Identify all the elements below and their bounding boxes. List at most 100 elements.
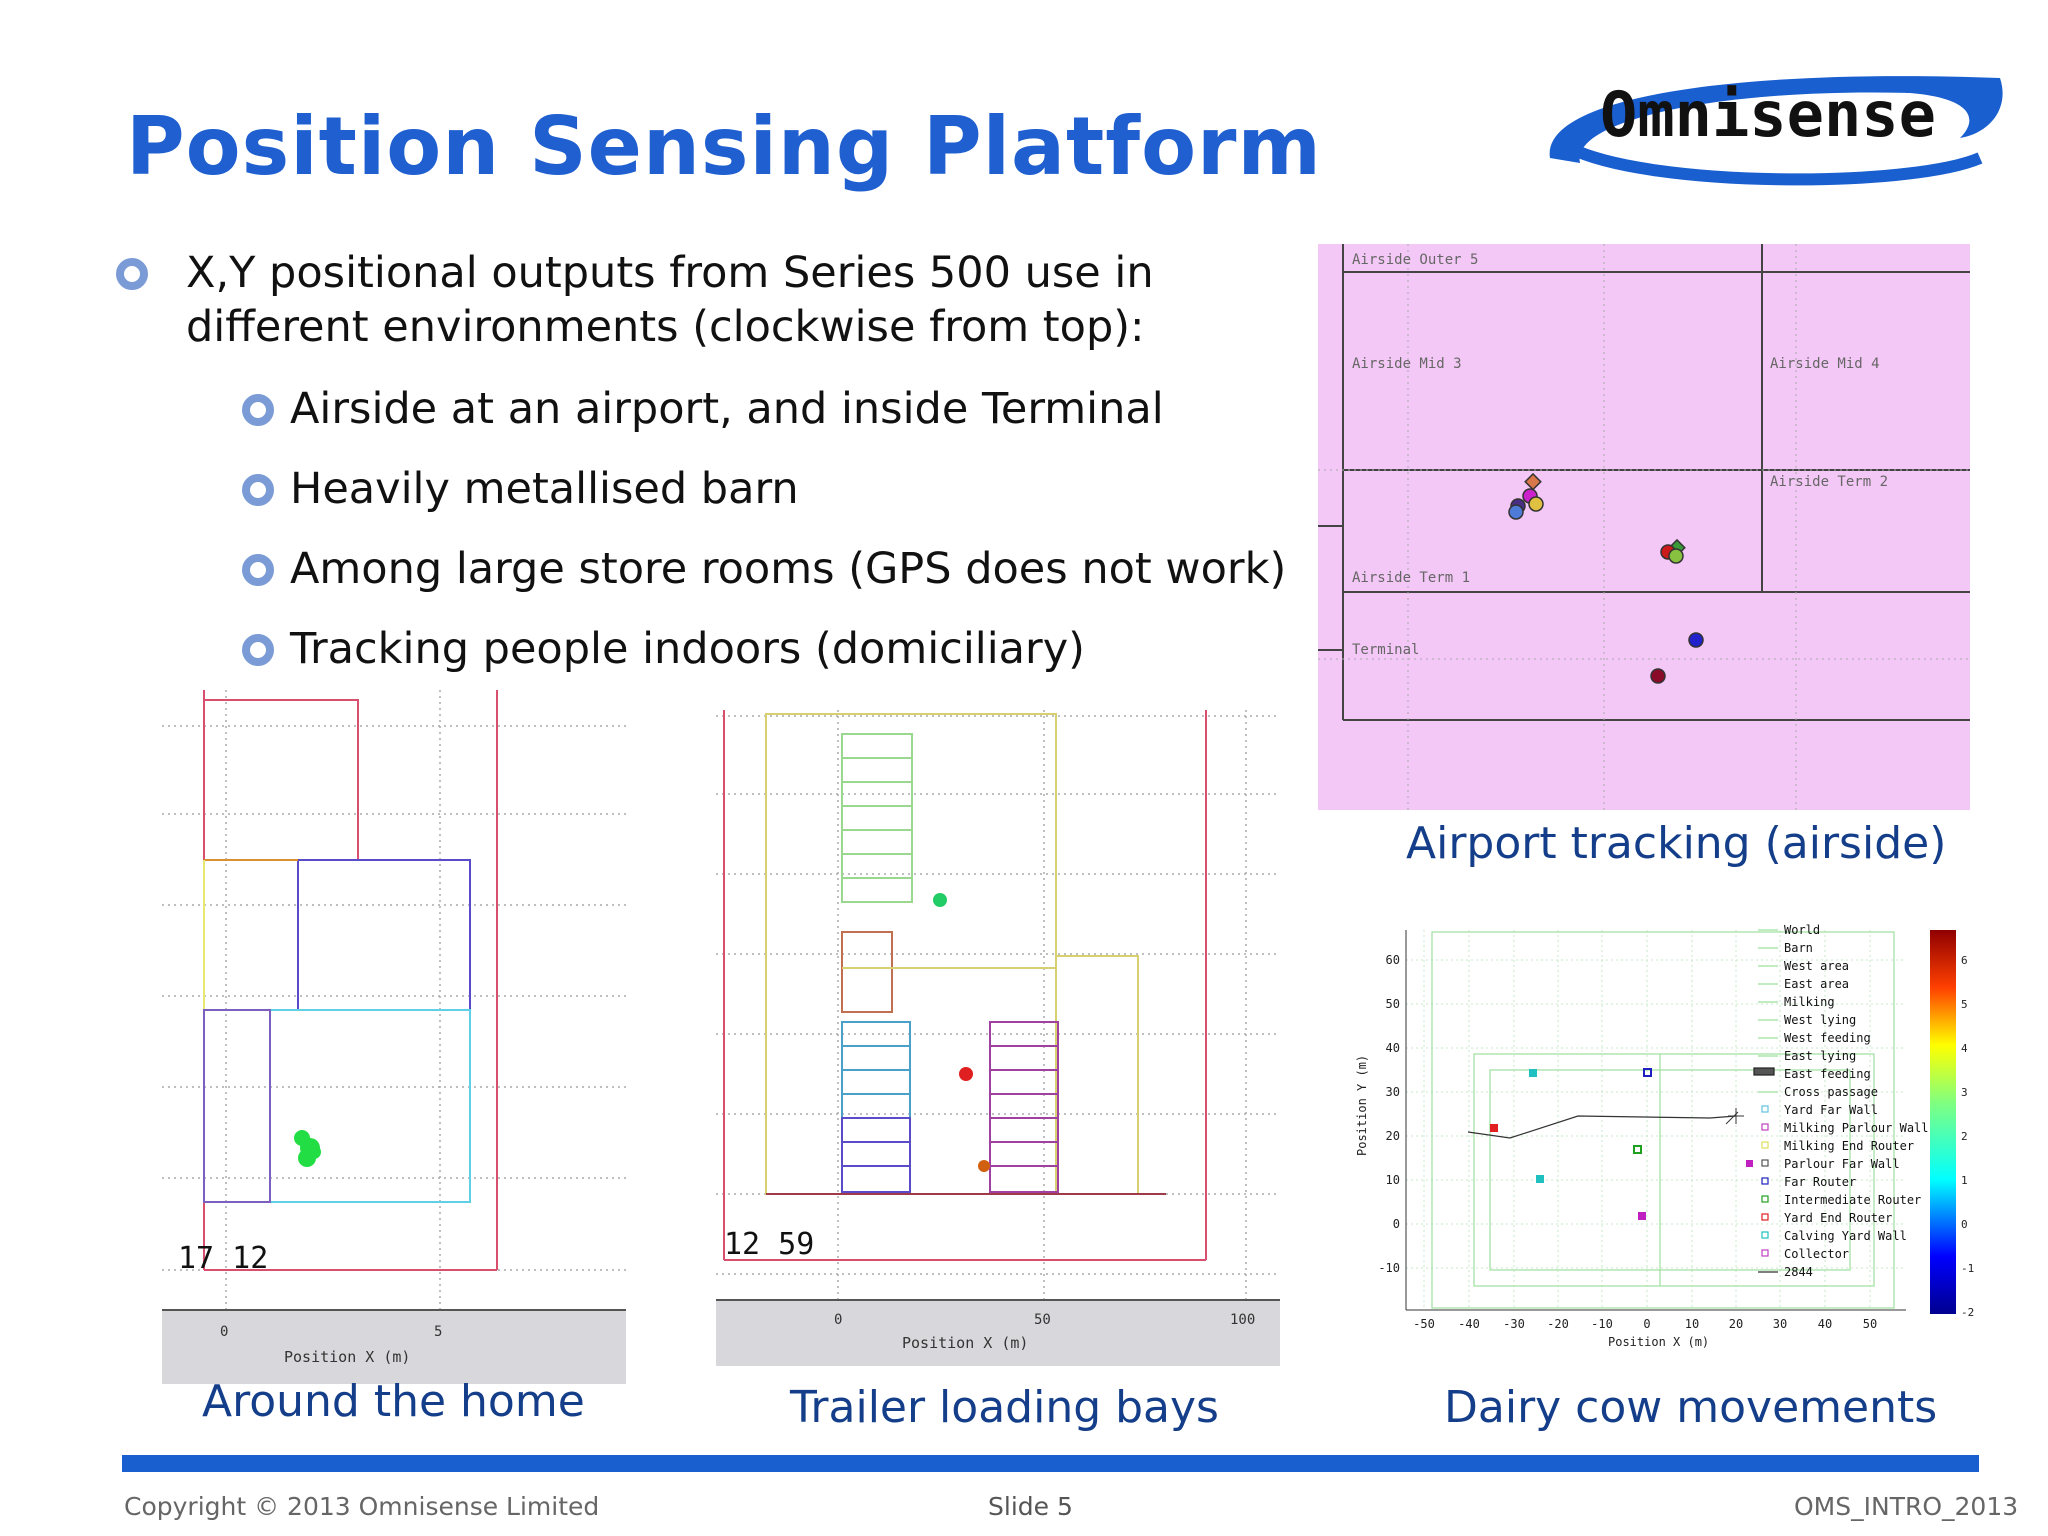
sub-bullet-3: Among large store rooms (GPS does not wo… xyxy=(290,544,1287,594)
sub-bullet-icon xyxy=(242,394,274,426)
tracker-marker xyxy=(1524,472,1542,491)
logo-text: Omnisense xyxy=(1600,78,1936,151)
zone-label: Terminal xyxy=(1352,642,1419,658)
sub-bullet-icon xyxy=(242,634,274,666)
zone-label: Airside Term 1 xyxy=(1352,570,1470,586)
y-tick: 0 xyxy=(1393,1217,1400,1231)
position-dot xyxy=(294,1130,310,1146)
colorbar-tick: 0 xyxy=(1961,1218,1968,1231)
colorbar-tick: 5 xyxy=(1961,998,1968,1011)
slide-number: Slide 5 xyxy=(988,1492,1073,1521)
cow-marker xyxy=(1746,1160,1753,1167)
legend-item: Yard Far Wall xyxy=(1784,1103,1878,1117)
legend-item: World xyxy=(1784,923,1820,937)
y-tick: 30 xyxy=(1386,1085,1400,1099)
sub-bullet-1: Airside at an airport, and inside Termin… xyxy=(290,384,1164,434)
x-tick: 50 xyxy=(1034,1312,1051,1328)
y-tick: 50 xyxy=(1386,997,1400,1011)
colorbar-tick: 2 xyxy=(1961,1130,1968,1143)
x-tick: -30 xyxy=(1503,1317,1525,1331)
bullet-main-line-2: different environments (clockwise from t… xyxy=(186,302,1145,352)
dairy-caption: Dairy cow movements xyxy=(1444,1382,1938,1433)
tracker-marker xyxy=(1528,496,1544,512)
colorbar xyxy=(1930,930,1956,1314)
sub-bullet-4: Tracking people indoors (domiciliary) xyxy=(290,624,1085,674)
sub-bullet-2: Heavily metallised barn xyxy=(290,464,799,514)
x-tick: 5 xyxy=(434,1324,442,1340)
legend-item: East lying xyxy=(1784,1049,1856,1063)
legend-item: East feeding xyxy=(1784,1067,1871,1081)
cow-marker xyxy=(1638,1212,1646,1220)
deck-code: OMS_INTRO_2013 xyxy=(1794,1492,2019,1521)
legend-item: Barn xyxy=(1784,941,1813,955)
footer-bar xyxy=(122,1455,1979,1472)
x-tick: -50 xyxy=(1413,1317,1435,1331)
bullet-icon xyxy=(116,258,148,290)
tracker-marker xyxy=(1668,548,1684,564)
colorbar-tick: 3 xyxy=(1961,1086,1968,1099)
y-tick: -10 xyxy=(1378,1261,1400,1275)
legend-item: East area xyxy=(1784,977,1849,991)
sub-bullet-icon xyxy=(242,554,274,586)
x-tick: 20 xyxy=(1729,1317,1743,1331)
zone-label: Airside Term 2 xyxy=(1770,474,1888,490)
bullet-main-line-1: X,Y positional outputs from Series 500 u… xyxy=(186,248,1154,298)
copyright: Copyright © 2013 Omnisense Limited xyxy=(124,1492,600,1521)
tracker-marker xyxy=(1508,504,1524,520)
cow-track xyxy=(1467,1115,1737,1139)
y-tick: 20 xyxy=(1386,1129,1400,1143)
y-tick: 10 xyxy=(1386,1173,1400,1187)
legend-item: 2844 xyxy=(1784,1265,1813,1279)
legend-item: Far Router xyxy=(1784,1175,1856,1189)
home-caption: Around the home xyxy=(202,1376,585,1427)
x-tick: 0 xyxy=(220,1324,228,1340)
y-tick: 40 xyxy=(1386,1041,1400,1055)
position-dot xyxy=(307,1145,321,1159)
position-dot xyxy=(978,1160,990,1172)
dairy-plot: Position Y (m) Position X (m) 60 50 40 xyxy=(1340,920,1980,1360)
trailer-caption: Trailer loading bays xyxy=(790,1382,1219,1433)
legend-item: Milking Parlour Wall xyxy=(1784,1121,1929,1135)
airport-caption: Airport tracking (airside) xyxy=(1406,818,1947,869)
legend-item: Milking End Router xyxy=(1784,1139,1914,1153)
timestamp: 17 12 xyxy=(178,1241,268,1276)
x-tick: 50 xyxy=(1863,1317,1877,1331)
tracker-marker xyxy=(1650,668,1666,684)
legend-item: Cross passage xyxy=(1784,1085,1878,1099)
position-dot xyxy=(933,893,947,907)
zone-label: Airside Mid 3 xyxy=(1352,356,1462,372)
slide-title: Position Sensing Platform xyxy=(126,100,1322,193)
legend-item: Milking xyxy=(1784,995,1835,1009)
legend-item: Collector xyxy=(1784,1247,1849,1261)
y-tick: 60 xyxy=(1386,953,1400,967)
legend-item: West feeding xyxy=(1784,1031,1871,1045)
colorbar-tick: -2 xyxy=(1961,1306,1974,1319)
cow-marker xyxy=(1529,1069,1537,1077)
x-tick: 40 xyxy=(1818,1317,1832,1331)
legend-item: West lying xyxy=(1784,1013,1856,1027)
legend-item: Parlour Far Wall xyxy=(1784,1157,1900,1171)
legend-item: West area xyxy=(1784,959,1849,973)
zone-label: Airside Mid 4 xyxy=(1770,356,1880,372)
colorbar-tick: 4 xyxy=(1961,1042,1968,1055)
cow-marker xyxy=(1643,1068,1652,1077)
y-axis-label: Position Y (m) xyxy=(1355,1055,1369,1156)
legend-item: Intermediate Router xyxy=(1784,1193,1921,1207)
x-tick: 0 xyxy=(834,1312,842,1328)
x-tick: 0 xyxy=(1643,1317,1650,1331)
x-axis-label: Position X (m) xyxy=(1608,1335,1709,1349)
x-tick: -20 xyxy=(1547,1317,1569,1331)
x-tick: 30 xyxy=(1773,1317,1787,1331)
x-axis-label: Position X (m) xyxy=(284,1348,410,1366)
position-dot xyxy=(959,1067,973,1081)
cow-marker xyxy=(1490,1124,1498,1132)
airport-map: Airside Outer 5 Airside Mid 3 Airside Mi… xyxy=(1318,244,1970,810)
timestamp: 12 59 xyxy=(724,1227,814,1262)
x-tick: 10 xyxy=(1685,1317,1699,1331)
colorbar-tick: -1 xyxy=(1961,1262,1974,1275)
legend-item: Calving Yard Wall xyxy=(1784,1229,1907,1243)
tracker-marker xyxy=(1688,632,1704,648)
zone-label: Airside Outer 5 xyxy=(1352,252,1478,268)
x-tick: 100 xyxy=(1230,1312,1255,1328)
colorbar-tick: 1 xyxy=(1961,1174,1968,1187)
